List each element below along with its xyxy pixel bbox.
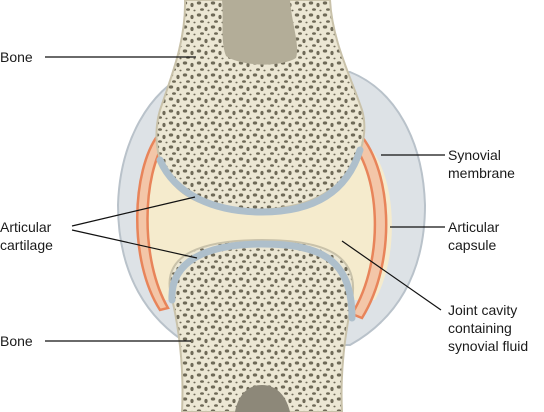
label-articular-cartilage: Articular cartilage [0,218,53,254]
leader-cartilage-lower [71,229,198,259]
upper-bone-marrow [222,0,298,65]
lower-articular-cartilage [168,240,356,322]
lower-bone-marrow [235,385,290,412]
label-joint-cavity-line1: Joint cavity [448,302,518,318]
label-articular-cartilage-line2: cartilage [0,237,53,253]
label-synovial-membrane: Synovial membrane [448,146,515,182]
label-joint-cavity: Joint cavity containing synovial fluid [448,301,528,355]
leader-joint-cavity [341,240,442,311]
synovial-membrane-left [136,133,170,312]
label-synovial-membrane-line1: Synovial [448,147,501,163]
label-bone-top: Bone [0,49,33,65]
label-synovial-membrane-line2: membrane [448,165,515,181]
label-articular-capsule-line2: capsule [448,237,497,253]
label-joint-cavity-line2: containing [448,320,512,336]
label-articular-capsule-line1: Articular [448,219,500,235]
label-articular-cartilage-line1: Articular [0,219,52,235]
upper-articular-cartilage [156,146,364,216]
label-joint-cavity-line3: synovial fluid [448,338,529,354]
label-articular-capsule: Articular capsule [448,218,499,254]
leader-cartilage-upper [71,196,196,227]
label-bone-bottom: Bone [0,333,33,349]
